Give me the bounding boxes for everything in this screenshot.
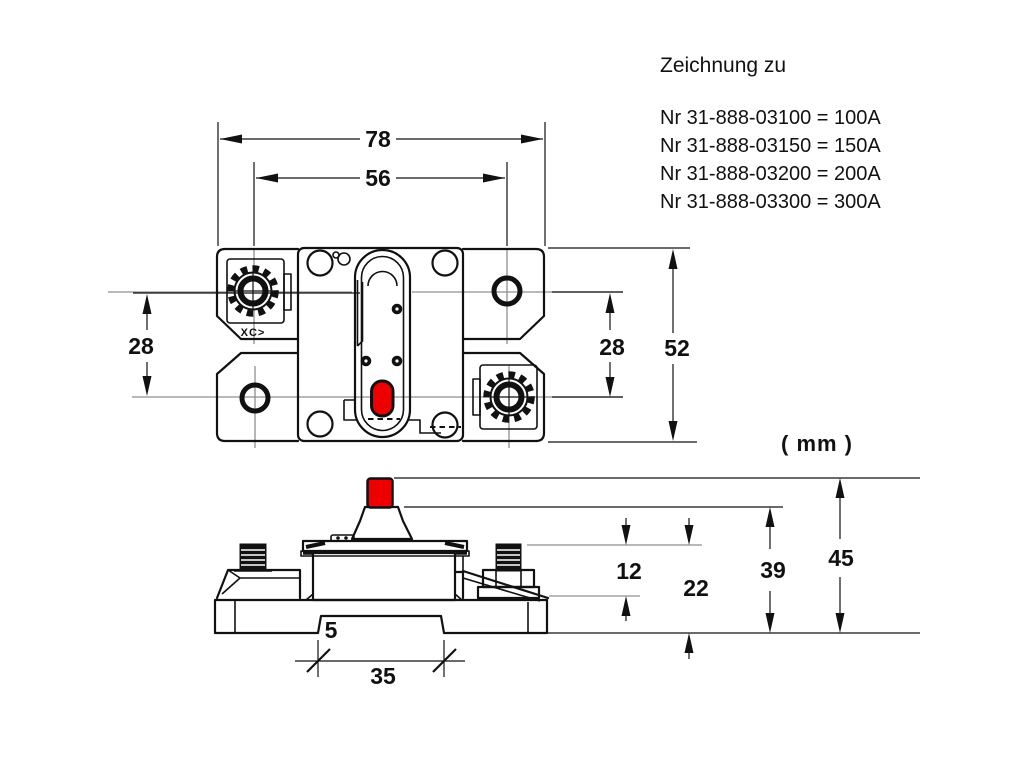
trip-indicator-top: [370, 379, 395, 418]
side-view: [213, 477, 550, 635]
dimension-28-left: 28: [128, 292, 360, 396]
lever-step: [343, 399, 441, 434]
tab-bottom-right: [461, 351, 546, 443]
hidden-edges: [368, 418, 461, 428]
part-number-line: Nr 31-888-03150 = 150A: [660, 135, 881, 157]
dimension-56: 56: [253, 162, 508, 246]
base-outline: [213, 598, 549, 635]
dimension-28-right: 28: [552, 291, 625, 398]
reset-button-side: [366, 477, 394, 509]
dim-12-label: 12: [616, 558, 642, 584]
part-number-line: Nr 31-888-03100 = 100A: [660, 107, 881, 129]
header-text-block: Zeichnung zu Nr 31-888-03100 = 100A Nr 3…: [660, 54, 881, 456]
terminal-stud-top-left: [226, 258, 292, 324]
button-boss: [350, 505, 414, 541]
mounting-hole-bottom-left: [239, 382, 271, 414]
dimension-52: 52: [548, 247, 697, 443]
dim-28-left-label: 28: [128, 333, 154, 359]
terminal-stud-bottom-right: [472, 364, 538, 430]
right-terminal-stud: [495, 543, 522, 572]
dim-35-label: 35: [370, 663, 396, 689]
right-flange: [453, 543, 550, 602]
dim-56-label: 56: [365, 165, 391, 191]
tab-top-right: [461, 247, 546, 341]
breaker-body-outline: [296, 246, 465, 443]
dim-78-label: 78: [365, 126, 391, 152]
mounting-hole-top-right: [491, 275, 523, 307]
part-number-line: Nr 31-888-03200 = 200A: [660, 163, 881, 185]
dim-39-label: 39: [760, 557, 786, 583]
tab-bottom-left: [215, 351, 300, 443]
drawing-title: Zeichnung zu: [660, 54, 786, 77]
dim-28-right-label: 28: [599, 334, 625, 360]
actuator-slot: [353, 248, 412, 439]
body-side: [311, 551, 457, 602]
tab-top-left: [215, 247, 300, 341]
dim-22-label: 22: [683, 575, 709, 601]
left-terminal-stud: [239, 543, 267, 572]
top-view: XC>: [215, 246, 546, 443]
dimension-12: 12: [616, 518, 642, 621]
dim-45-label: 45: [828, 545, 854, 571]
top-plate: [301, 539, 469, 553]
corner-posts: [306, 249, 459, 439]
part-number-line: Nr 31-888-03300 = 300A: [660, 191, 881, 213]
centerlines: [108, 248, 623, 448]
pivot-dots: [360, 303, 403, 367]
dimension-45: 45: [828, 478, 854, 633]
dimension-78: 78: [217, 122, 546, 246]
side-reference-lines: [394, 477, 920, 634]
dim-5-label: 5: [325, 617, 338, 643]
dimension-22: 22: [683, 518, 709, 659]
housing-marking: XC>: [241, 327, 266, 339]
units-note: ( mm ): [781, 431, 853, 456]
left-flange: [215, 543, 302, 600]
dim-52-label: 52: [664, 335, 690, 361]
dimension-39: 39: [760, 507, 786, 633]
dimension-35: 35: [295, 640, 465, 689]
latch-detail: [337, 252, 351, 266]
